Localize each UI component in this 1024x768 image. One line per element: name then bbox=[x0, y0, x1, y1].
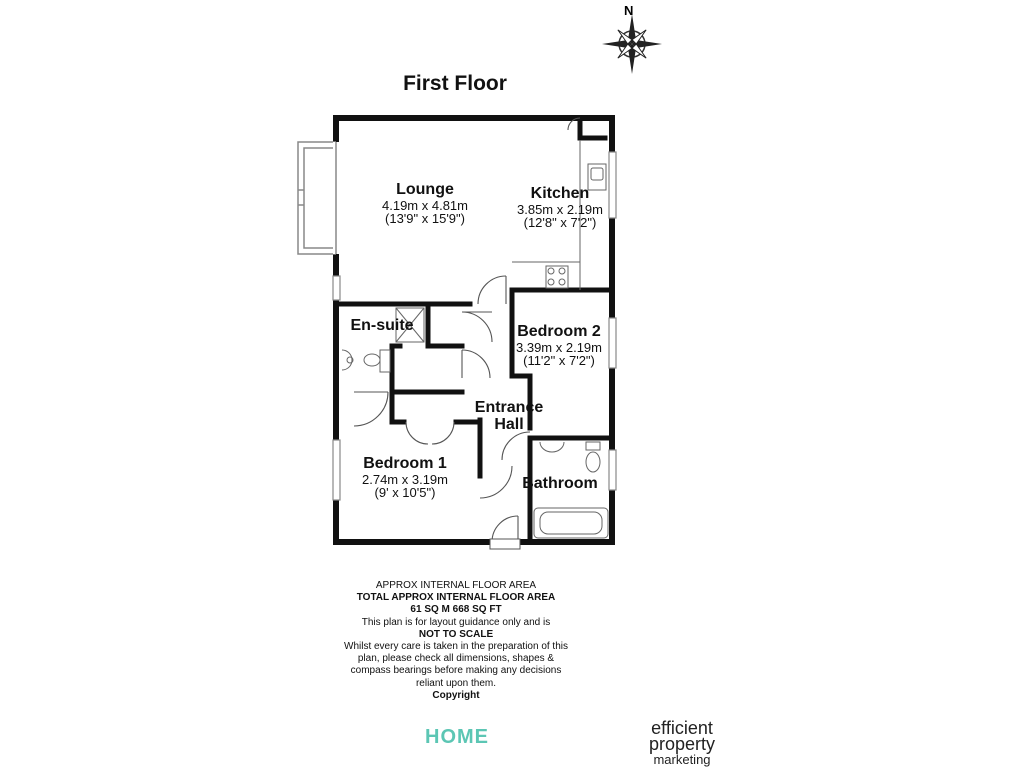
notes-line: Whilst every care is taken in the prepar… bbox=[344, 641, 568, 653]
room-imperial: (9' x 10'5") bbox=[374, 485, 436, 501]
room-metric: 4.19m x 4.81m bbox=[382, 197, 468, 213]
room-name-line1: Entrance bbox=[474, 399, 544, 416]
logo-line: efficient bbox=[651, 718, 713, 738]
room-bathroom: Bathroom bbox=[516, 475, 604, 493]
room-imperial: (13'9" x 15'9") bbox=[385, 211, 465, 227]
logo-line: marketing bbox=[653, 752, 711, 767]
room-entrance-hall: Entrance Hall bbox=[464, 399, 554, 434]
compass-north-label: N bbox=[624, 3, 633, 18]
notes-line: reliant upon them. bbox=[415, 677, 497, 689]
fixtures bbox=[341, 140, 609, 539]
floor-area-notes: APPROX INTERNAL FLOOR AREA TOTAL APPROX … bbox=[300, 580, 612, 702]
room-bedroom-2: Bedroom 2 3.39m x 2.19m (11'2" x 7'2") bbox=[500, 323, 618, 369]
room-lounge: Lounge 4.19m x 4.81m (13'9" x 15'9") bbox=[360, 181, 490, 227]
room-name: Bedroom 1 bbox=[363, 455, 447, 472]
room-kitchen: Kitchen 3.85m x 2.19m (12'8" x 7'2") bbox=[500, 185, 620, 231]
notes-line: NOT TO SCALE bbox=[418, 628, 494, 640]
notes-line: This plan is for layout guidance only an… bbox=[361, 616, 551, 628]
internal-walls bbox=[333, 115, 613, 543]
room-name: Bedroom 2 bbox=[517, 323, 601, 340]
notes-line: plan, please check all dimensions, shape… bbox=[357, 653, 555, 665]
efficient-property-marketing-logo: efficient property marketing bbox=[622, 718, 742, 768]
room-imperial: (11'2" x 7'2") bbox=[523, 353, 595, 369]
notes-line: APPROX INTERNAL FLOOR AREA bbox=[375, 580, 537, 591]
room-bedroom-1: Bedroom 1 2.74m x 3.19m (9' x 10'5") bbox=[340, 455, 470, 501]
logo-line: property bbox=[648, 734, 716, 754]
room-metric: 3.85m x 2.19m bbox=[517, 201, 603, 217]
room-imperial: (12'8" x 7'2") bbox=[523, 215, 597, 231]
notes-line: compass bearings before making any decis… bbox=[350, 665, 562, 677]
room-name: Lounge bbox=[396, 181, 454, 198]
door-swings bbox=[353, 117, 581, 543]
entrance-threshold bbox=[489, 538, 521, 550]
floor-title: First Floor bbox=[403, 72, 507, 95]
compass-icon bbox=[602, 14, 662, 74]
room-metric: 2.74m x 3.19m bbox=[362, 471, 448, 487]
room-name: Bathroom bbox=[522, 475, 598, 492]
windows bbox=[332, 151, 617, 501]
bay-window bbox=[297, 141, 336, 255]
room-name: Kitchen bbox=[530, 185, 590, 202]
notes-line: 61 SQ M 668 SQ FT bbox=[410, 604, 502, 616]
room-metric: 3.39m x 2.19m bbox=[516, 339, 602, 355]
notes-line: TOTAL APPROX INTERNAL FLOOR AREA bbox=[356, 592, 556, 604]
room-ensuite: En-suite bbox=[342, 317, 422, 335]
home-logo: HOME bbox=[425, 726, 489, 748]
room-name: En-suite bbox=[350, 317, 414, 334]
notes-line: Copyright bbox=[432, 689, 480, 701]
room-name-line2: Hall bbox=[494, 415, 524, 433]
